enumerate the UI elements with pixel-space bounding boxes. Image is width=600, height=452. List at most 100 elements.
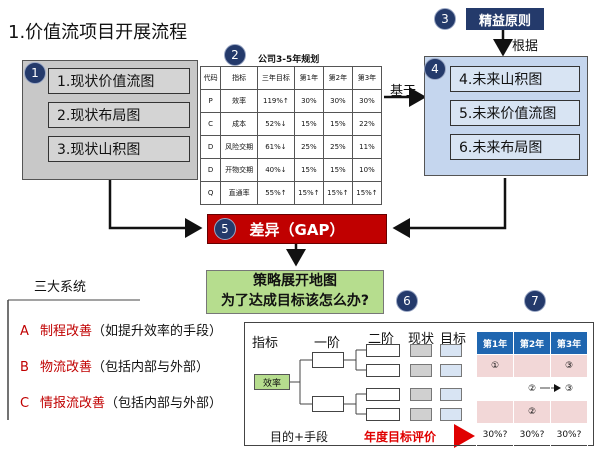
- year-cell: [476, 377, 514, 401]
- plan-header-row: 代码 指标 三年目标 第1年 第2年 第3年: [199, 66, 383, 90]
- basis-label: 根据: [512, 39, 539, 54]
- plan-cell: 第1年: [293, 66, 324, 90]
- system-desc: （包括内部与外部）: [92, 360, 210, 375]
- plan-cell: 三年目标: [257, 66, 295, 90]
- system-item-c: C 情报流改善（包括内部与外部）: [20, 392, 222, 411]
- system-name: 情报流改善: [40, 396, 106, 411]
- badge-3: 3: [434, 8, 456, 30]
- plan-row: D 开物交期 40%↓ 15% 15% 10%: [199, 158, 383, 182]
- current-vsm-item: 1.现状价值流图: [48, 68, 190, 94]
- arrow-current-to-gap: [108, 180, 203, 238]
- plan-cell: 15%: [322, 112, 353, 136]
- future-layout-item: 6.未来布局图: [450, 134, 580, 160]
- plan-table: 代码 指标 三年目标 第1年 第2年 第3年 P 效率 119%↑ 30% 30…: [199, 66, 383, 205]
- plan-row: P 效率 119%↑ 30% 30% 30%: [199, 89, 383, 113]
- plan-cell: 15%: [293, 158, 324, 182]
- plan-cell: 直通率: [220, 181, 259, 205]
- tree-current-box: [410, 344, 432, 357]
- plan-cell: 25%: [293, 135, 324, 159]
- gap-box: 差异（GAP）: [207, 214, 387, 244]
- tree-level2-box: [366, 364, 400, 377]
- plan-cell: Q: [199, 181, 222, 205]
- plan-row: Q 直通率 55%↑ 15%↑ 15%↑ 15%↑: [199, 181, 383, 205]
- plan-cell: 指标: [220, 66, 259, 90]
- tree-target-label: 目标: [440, 332, 467, 347]
- year-header-cell: 第3年: [550, 331, 588, 355]
- plan-cell: 30%: [351, 89, 383, 113]
- year-row: 30%? 30%? 30%?: [476, 423, 588, 447]
- plan-cell: 开物交期: [220, 158, 259, 182]
- tree-current-box: [410, 408, 432, 421]
- year-table: 第1年 第2年 第3年 ① ③ ② ③ ② 30%? 30%? 30%?: [476, 331, 588, 447]
- year-header-cell: 第2年: [513, 331, 551, 355]
- plan-cell: 15%↑: [293, 181, 324, 205]
- plan-cell: 成本: [220, 112, 259, 136]
- year-cell: ①: [476, 354, 514, 378]
- badge-5: 5: [214, 218, 236, 240]
- plan-cell: 55%↑: [257, 181, 295, 205]
- badge-4: 4: [424, 58, 446, 80]
- tree-level1-box: [312, 352, 344, 368]
- plan-cell: 风险交期: [220, 135, 259, 159]
- plan-cell: 40%↓: [257, 158, 295, 182]
- tree-lines: [290, 349, 366, 415]
- year-cell: 30%?: [550, 423, 588, 447]
- year-cell: ②: [513, 377, 551, 401]
- tree-current-label: 现状: [408, 332, 435, 347]
- plan-cell: P: [199, 89, 222, 113]
- badge-1: 1: [24, 62, 46, 84]
- system-name: 制程改善: [40, 324, 93, 339]
- year-cell: 30%?: [513, 423, 551, 447]
- plan-cell: C: [199, 112, 222, 136]
- badge-7: 7: [524, 290, 546, 312]
- plan-cell: D: [199, 158, 222, 182]
- year-cell: 30%?: [476, 423, 514, 447]
- tree-current-box: [410, 364, 432, 377]
- plan-cell: 15%↑: [322, 181, 353, 205]
- tree-target-box: [440, 388, 462, 401]
- year-header-cell: 第1年: [476, 331, 514, 355]
- systems-title: 三大系统: [34, 280, 87, 295]
- tree-target-box: [440, 408, 462, 421]
- tree-target-box: [440, 344, 462, 357]
- plan-row: D 风险交期 61%↓ 25% 25% 11%: [199, 135, 383, 159]
- plan-cell: 61%↓: [257, 135, 295, 159]
- tree-current-box: [410, 388, 432, 401]
- year-cell: [513, 354, 551, 378]
- system-name: 物流改善: [40, 360, 93, 375]
- based-on-label: 基于: [390, 84, 417, 99]
- year-header-row: 第1年 第2年 第3年: [476, 331, 588, 355]
- plan-cell: 第3年: [351, 66, 383, 90]
- badge-6: 6: [396, 290, 418, 312]
- current-yamazumi-item: 3.现状山积图: [48, 136, 190, 162]
- plan-cell: 30%: [293, 89, 324, 113]
- tree-level1-label: 一阶: [314, 336, 341, 351]
- tree-efficiency-box: 效率: [254, 374, 290, 390]
- strategy-tree-frame: [244, 322, 594, 446]
- tree-level2-box: [366, 408, 400, 421]
- lean-principles-box: 精益原则: [466, 8, 544, 30]
- year-row: ② ③: [476, 377, 588, 401]
- tree-level2-label: 二阶: [368, 332, 395, 347]
- plan-cell: 15%↑: [351, 181, 383, 205]
- plan-cell: 30%: [322, 89, 353, 113]
- system-letter: C: [20, 396, 30, 411]
- plan-cell: 10%: [351, 158, 383, 182]
- plan-cell: 15%: [322, 158, 353, 182]
- year-cell: [550, 400, 588, 424]
- tree-target-box: [440, 364, 462, 377]
- plan-cell: 52%↓: [257, 112, 295, 136]
- tree-indicator-label: 指标: [252, 336, 279, 351]
- year-cell: ③: [550, 354, 588, 378]
- page-title: 1.价值流项目开展流程: [8, 22, 188, 43]
- system-desc: （包括内部与外部）: [105, 396, 223, 411]
- system-desc: （如提升效率的手段）: [92, 324, 223, 339]
- arrow-future-to-gap: [392, 178, 507, 238]
- year-cell: [476, 400, 514, 424]
- plan-cell: 15%: [293, 112, 324, 136]
- strategy-line-2: 为了达成目标该怎么办?: [220, 293, 370, 309]
- plan-cell: 11%: [351, 135, 383, 159]
- plan-title: 公司3-5年规划: [258, 55, 320, 65]
